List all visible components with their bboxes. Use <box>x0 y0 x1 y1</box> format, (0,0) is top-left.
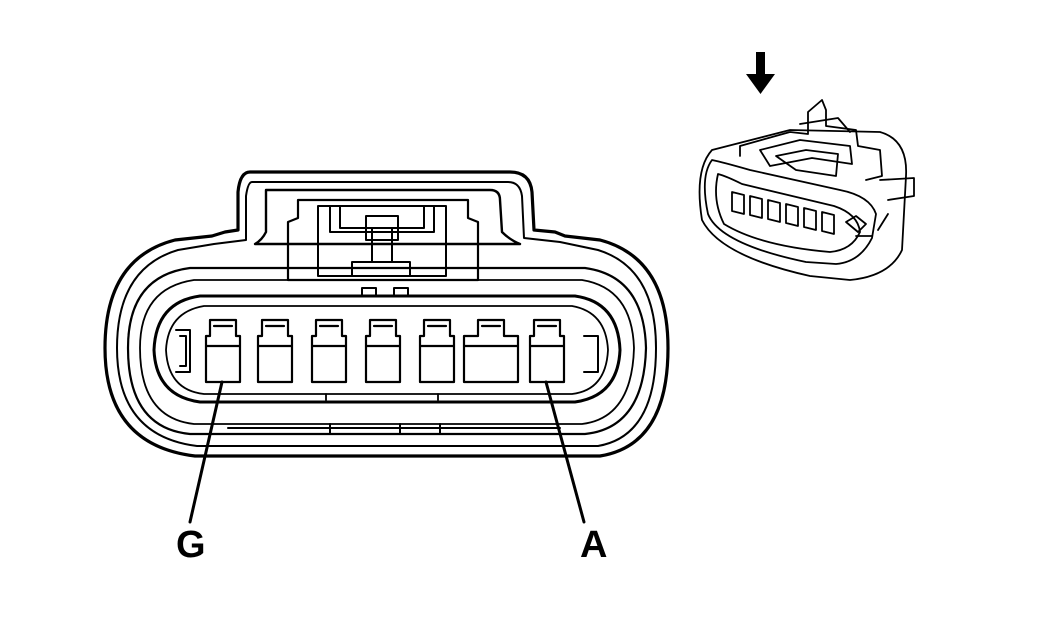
terminal-cavity-f <box>256 318 294 384</box>
leader-line-g <box>188 380 224 524</box>
terminal-cavities <box>204 318 566 384</box>
pin-label-a: A <box>580 524 608 566</box>
terminal-cavity-d <box>364 318 402 384</box>
terminal-cavity-a <box>528 318 566 384</box>
left-side-lock <box>175 329 191 373</box>
seal-ring <box>126 266 648 436</box>
cavity-chamber-inner <box>165 305 609 395</box>
chamber-key <box>361 287 409 297</box>
cavity-chamber <box>152 294 622 404</box>
down-arrow-icon <box>746 52 775 94</box>
callout-leaders <box>188 380 586 524</box>
terminal-cavity-e <box>310 318 348 384</box>
connector-face <box>103 170 670 458</box>
chamber-bottom-ticks <box>325 393 439 401</box>
terminal-cavity-g <box>204 318 242 384</box>
latch-inner-frame <box>317 205 447 277</box>
seal-ring-inner <box>139 279 635 425</box>
latch-tab <box>329 205 435 277</box>
terminal-cavity-b <box>462 318 520 384</box>
right-side-lock <box>583 335 599 373</box>
leader-line-a <box>544 380 586 524</box>
connector-outer-shell <box>103 170 670 458</box>
lower-rail <box>227 423 561 435</box>
terminal-cavity-c <box>418 318 456 384</box>
connector-outer-shell-inner-line <box>116 181 657 447</box>
latch-housing <box>253 188 522 246</box>
connector-isometric-icon <box>698 99 915 281</box>
pin-label-g: G <box>176 524 206 566</box>
